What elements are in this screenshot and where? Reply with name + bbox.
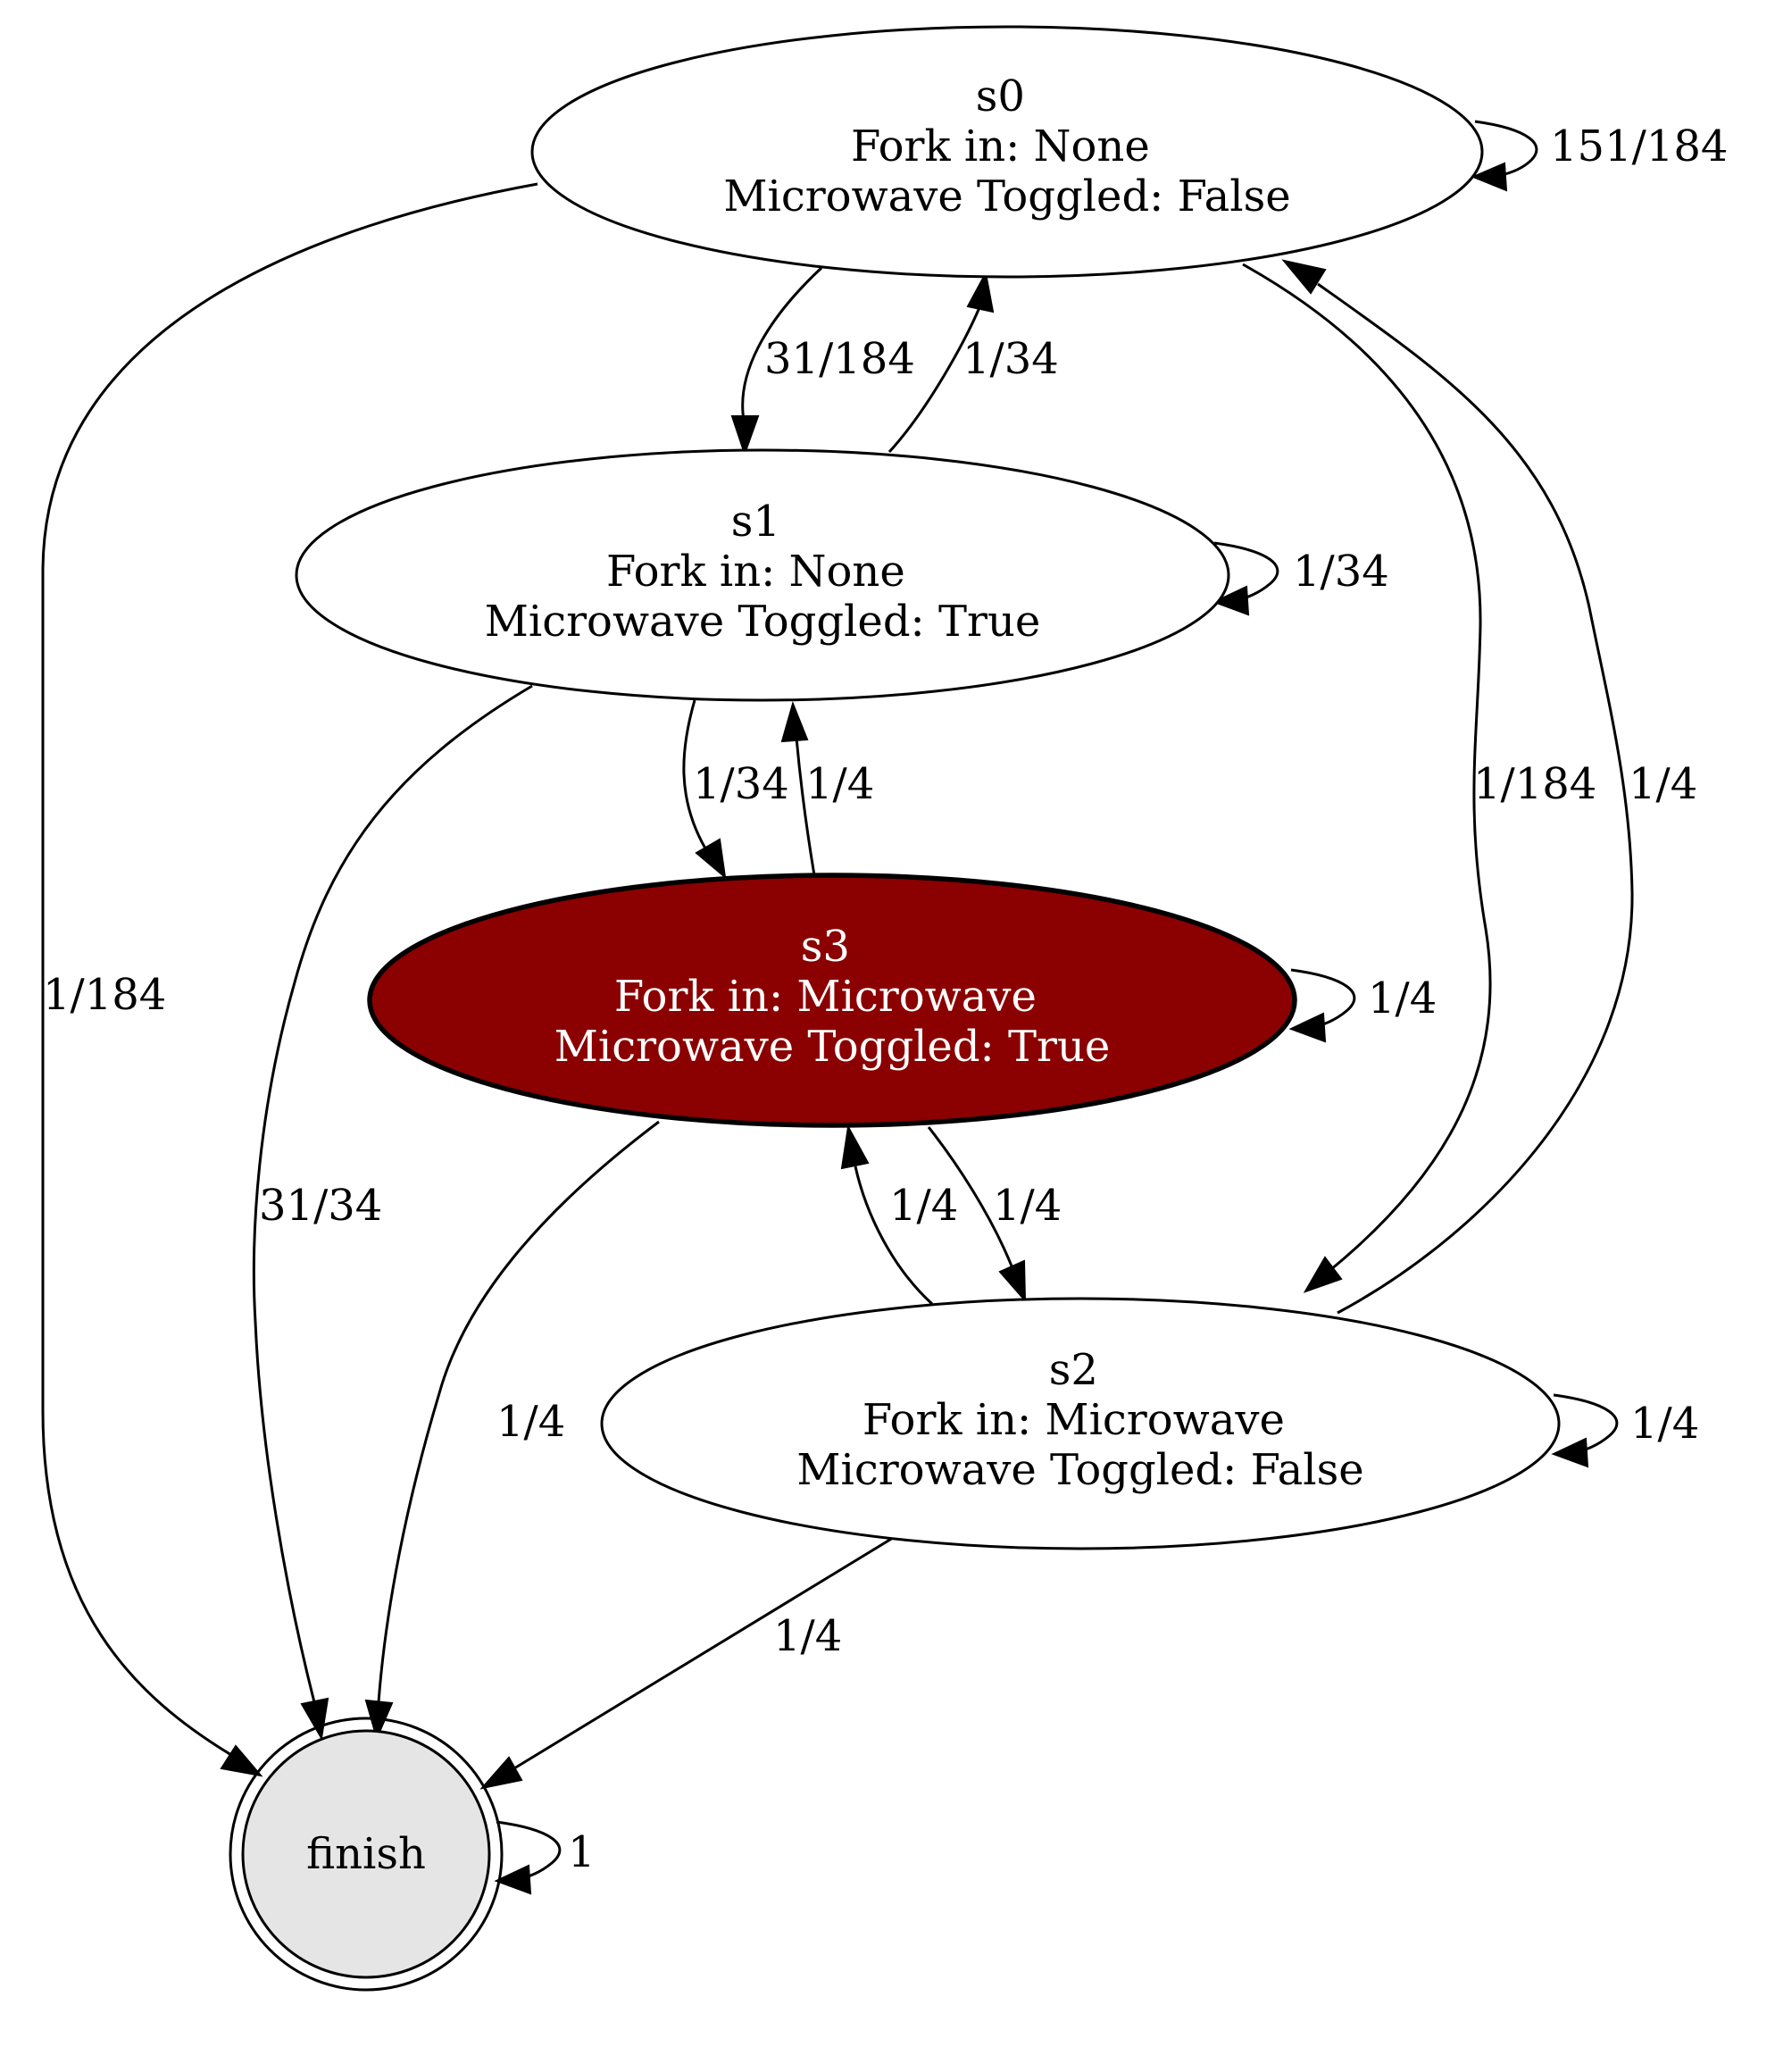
arrowhead — [840, 1124, 870, 1170]
edge-label: 1/184 — [1473, 759, 1596, 809]
state-microwave: Microwave Toggled: False — [723, 171, 1290, 221]
edge-line — [1474, 120, 1538, 179]
state-id: finish — [306, 1829, 426, 1879]
edge-line — [496, 1820, 562, 1881]
edge-label: 1/4 — [993, 1181, 1062, 1231]
edge-line — [682, 699, 707, 849]
state-label: s3 Fork in: Microwave Microwave Toggled:… — [554, 922, 1111, 1072]
edge-label: 1/4 — [496, 1397, 565, 1447]
edge-line — [1213, 541, 1279, 602]
state-label: s1 Fork in: None Microwave Toggled: True — [485, 497, 1041, 647]
edge-label: 1/4 — [773, 1611, 842, 1661]
state-ellipse — [295, 448, 1230, 702]
arrowhead — [479, 1756, 523, 1790]
state-id: s3 — [801, 922, 850, 972]
edge-s1-s0: 1/34 — [888, 271, 1059, 454]
state-fork: Fork in: Microwave — [862, 1395, 1285, 1445]
edge-label: 1 — [568, 1827, 596, 1877]
finish-inner-circle — [241, 1729, 491, 1979]
arrowhead — [1281, 259, 1327, 295]
edge-line — [741, 266, 823, 426]
state-label: s2 Fork in: Microwave Microwave Toggled:… — [796, 1345, 1363, 1495]
state-microwave: Microwave Toggled: True — [485, 597, 1041, 647]
state-node-s2[interactable]: s2 Fork in: Microwave Microwave Toggled:… — [600, 1297, 1561, 1550]
edge-s2-s0: 1/4 — [1281, 259, 1697, 1315]
state-node-finish[interactable]: finish — [229, 1717, 504, 1992]
arrowhead — [1551, 1437, 1589, 1468]
edge-line — [1290, 968, 1356, 1029]
state-microwave: Microwave Toggled: False — [796, 1445, 1363, 1495]
edge-s0-s1: 31/184 — [730, 266, 915, 457]
edge-s3-s3: 1/4 — [1288, 968, 1437, 1043]
edge-s2-finish: 1/4 — [479, 1536, 894, 1790]
edge-label: 1/4 — [1368, 973, 1437, 1023]
arrowhead — [730, 415, 760, 457]
arrowhead — [998, 1259, 1027, 1303]
edge-line — [377, 1120, 660, 1703]
state-id: s0 — [976, 71, 1025, 121]
edge-s0-finish: 1/184 — [41, 182, 538, 1777]
arrowhead — [220, 1744, 263, 1777]
edge-line — [854, 1166, 934, 1306]
edge-line — [41, 182, 538, 1759]
edge-label: 1/4 — [1629, 759, 1697, 809]
arrowhead — [300, 1697, 329, 1741]
arrowhead — [494, 1864, 532, 1895]
state-ellipse — [367, 873, 1297, 1128]
edge-s0-s2: 1/184 — [1242, 263, 1596, 1293]
state-id: s2 — [1049, 1345, 1098, 1395]
state-fork: Fork in: Microwave — [614, 972, 1037, 1022]
edge-line — [1317, 282, 1634, 1315]
edge-label: 31/184 — [764, 334, 915, 384]
edge-s1-finish: 31/34 — [252, 684, 533, 1741]
edge-finish-finish: 1 — [494, 1820, 596, 1895]
edge-label: 1/184 — [43, 970, 166, 1020]
edge-s1-s1: 1/34 — [1212, 541, 1389, 616]
arrowhead — [695, 838, 727, 880]
state-ellipse — [600, 1297, 1561, 1550]
edge-label: 1/34 — [1293, 547, 1389, 597]
edge-label: 1/4 — [1630, 1399, 1699, 1449]
state-id: s1 — [731, 497, 780, 547]
edge-label: 1/4 — [889, 1181, 958, 1231]
state-node-s3[interactable]: s3 Fork in: Microwave Microwave Toggled:… — [367, 873, 1297, 1128]
arrowhead — [1471, 162, 1508, 192]
edge-s3-s1: 1/4 — [780, 700, 874, 876]
arrowhead — [1303, 1256, 1343, 1293]
arrowhead — [1288, 1012, 1327, 1043]
state-label: s0 Fork in: None Microwave Toggled: Fals… — [723, 71, 1290, 221]
edge-s3-finish: 1/4 — [364, 1120, 660, 1741]
edge-line — [252, 684, 533, 1703]
arrowhead — [780, 700, 809, 743]
edge-label: 1/4 — [805, 759, 874, 809]
edge-label: 1/34 — [962, 334, 1059, 384]
edge-line — [795, 737, 816, 876]
edge-s1-s3: 1/34 — [682, 699, 789, 880]
edge-line — [1242, 263, 1492, 1272]
edge-label: 31/34 — [259, 1181, 382, 1231]
state-node-s0[interactable]: s0 Fork in: None Microwave Toggled: Fals… — [530, 25, 1484, 279]
edge-label: 1/34 — [693, 759, 789, 809]
state-fork: Fork in: None — [851, 121, 1150, 171]
edge-s2-s2: 1/4 — [1551, 1393, 1699, 1468]
arrowhead — [1212, 585, 1250, 616]
edge-line — [1553, 1393, 1619, 1454]
edge-label: 151/184 — [1550, 121, 1728, 171]
state-node-s1[interactable]: s1 Fork in: None Microwave Toggled: True — [295, 448, 1230, 702]
finish-outer-circle — [229, 1717, 504, 1992]
state-ellipse — [530, 25, 1484, 279]
edge-s2-s3: 1/4 — [840, 1124, 958, 1306]
edge-line — [888, 305, 982, 454]
state-label: finish — [306, 1829, 426, 1879]
state-fork: Fork in: None — [606, 547, 905, 597]
edge-line — [927, 1126, 1014, 1269]
state-microwave: Microwave Toggled: True — [554, 1022, 1111, 1072]
edge-s0-s0: 151/184 — [1471, 120, 1728, 192]
edge-s3-s2: 1/4 — [927, 1126, 1062, 1303]
edge-line — [513, 1536, 894, 1770]
arrowhead — [966, 271, 995, 313]
